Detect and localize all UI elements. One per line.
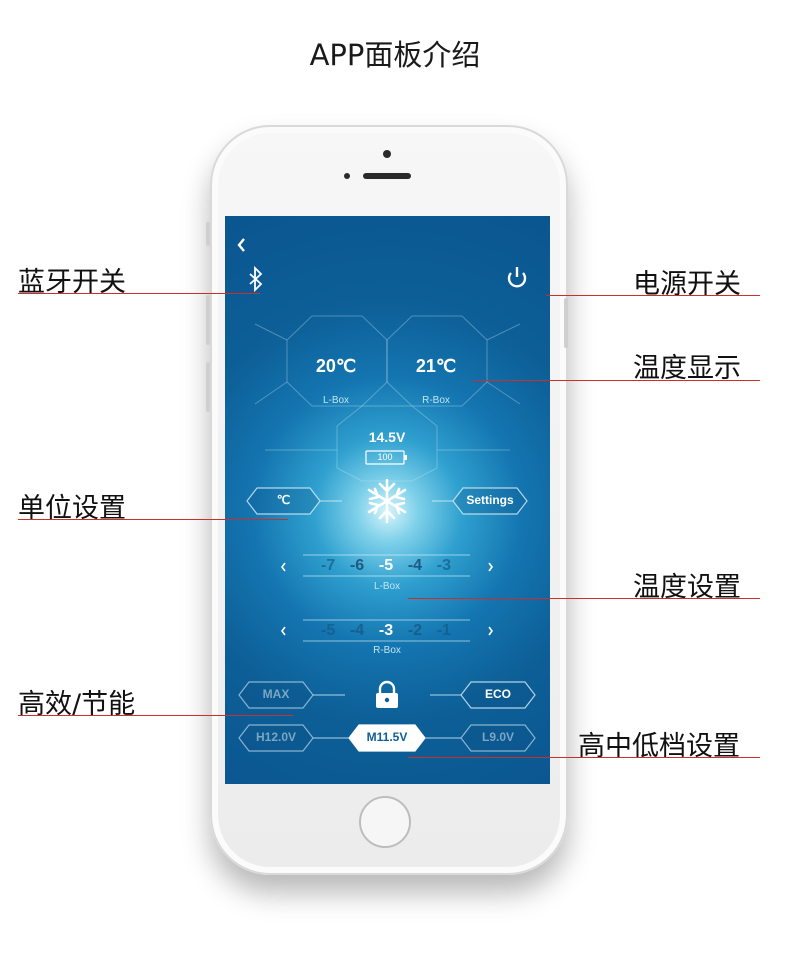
callout-efficiency: 高效/节能 xyxy=(18,689,136,720)
rbox-option[interactable]: -5 xyxy=(321,622,336,639)
right-box-label: R-Box xyxy=(422,395,450,406)
callout-temp-setting-line xyxy=(408,598,760,599)
callout-temp-display: 温度显示 xyxy=(633,353,741,384)
hexagon-grid xyxy=(254,315,521,482)
lbox-option[interactable]: -7 xyxy=(321,557,336,574)
battery-hexagon xyxy=(336,405,438,482)
proximity-sensor xyxy=(344,173,350,179)
rbox-selector-lines xyxy=(303,619,470,642)
rbox-left-arrow-icon[interactable] xyxy=(281,626,286,636)
lbox-option[interactable]: -6 xyxy=(349,557,365,574)
lbox-selector-lines xyxy=(303,554,470,577)
callout-level-line xyxy=(408,757,760,758)
settings-button[interactable]: Settings xyxy=(466,493,514,507)
callout-power: 电源开关 xyxy=(633,269,741,300)
lbox-temperature-selector[interactable]: -7 -6 -5 -4 -3 xyxy=(321,557,451,575)
rbox-selected-option[interactable]: -3 xyxy=(378,622,394,639)
settings-button-shape xyxy=(452,487,528,515)
callout-temp-display-line xyxy=(473,380,760,381)
volume-up-button xyxy=(206,295,210,345)
voltage-readout: 14.5V xyxy=(368,429,406,445)
lbox-left-arrow-icon[interactable] xyxy=(281,562,286,572)
rbox-temperature-selector[interactable]: -5 -4 -3 -2 -1 xyxy=(321,622,451,640)
lbox-option[interactable]: -3 xyxy=(436,557,451,574)
rbox-setting-label: R-Box xyxy=(373,645,401,656)
front-camera xyxy=(383,150,391,158)
max-button[interactable]: MAX xyxy=(262,687,290,701)
lbox-selected-option[interactable]: -5 xyxy=(378,557,394,574)
home-button[interactable] xyxy=(359,796,411,848)
callout-power-line xyxy=(546,295,760,296)
callout-unit: 单位设置 xyxy=(18,493,126,524)
rbox-option[interactable]: -1 xyxy=(436,622,451,639)
callout-temp-setting: 温度设置 xyxy=(633,572,741,603)
battery-level: 100 xyxy=(377,452,393,462)
rbox-option[interactable]: -2 xyxy=(407,622,423,639)
left-box-temperature: 20℃ xyxy=(315,356,357,376)
screen-graphics xyxy=(237,238,536,752)
low-voltage-button-shape xyxy=(460,724,536,752)
callout-bluetooth-line xyxy=(18,293,260,294)
lbox-right-arrow-icon[interactable] xyxy=(488,562,493,572)
rbox-right-arrow-icon[interactable] xyxy=(488,626,493,636)
callout-bluetooth: 蓝牙开关 xyxy=(18,267,126,298)
left-box-hexagon xyxy=(286,315,388,407)
volume-down-button xyxy=(206,362,210,412)
bluetooth-icon[interactable] xyxy=(249,265,263,293)
page-title: APP面板介绍 xyxy=(309,38,481,72)
rbox-option[interactable]: -4 xyxy=(349,622,365,639)
unit-button[interactable]: ℃ xyxy=(276,493,291,507)
mute-switch xyxy=(206,222,210,246)
app-screen: 20℃ L-Box 21℃ R-Box 14.5V 100 ℃ Settings… xyxy=(225,216,550,784)
eco-button[interactable]: ECO xyxy=(484,687,511,701)
earpiece-speaker xyxy=(363,173,411,179)
low-voltage-button[interactable]: L9.0V xyxy=(481,730,514,744)
snowflake-icon xyxy=(367,478,407,524)
side-power-button xyxy=(564,298,568,348)
power-icon[interactable] xyxy=(507,267,527,288)
eco-button-shape xyxy=(460,681,536,709)
high-voltage-button[interactable]: H12.0V xyxy=(255,730,297,744)
callout-level: 高中低档设置 xyxy=(578,731,740,762)
right-box-hexagon xyxy=(386,315,488,407)
callout-efficiency-line xyxy=(18,715,293,716)
battery-icon xyxy=(365,450,407,465)
mid-voltage-button[interactable]: M11.5V xyxy=(366,730,408,744)
right-box-temperature: 21℃ xyxy=(415,356,457,376)
left-box-label: L-Box xyxy=(322,395,350,406)
back-chevron-icon xyxy=(237,238,245,252)
lbox-option[interactable]: -4 xyxy=(407,557,423,574)
lock-icon[interactable] xyxy=(376,680,398,708)
lbox-setting-label: L-Box xyxy=(373,581,401,592)
callout-unit-line xyxy=(18,519,288,520)
